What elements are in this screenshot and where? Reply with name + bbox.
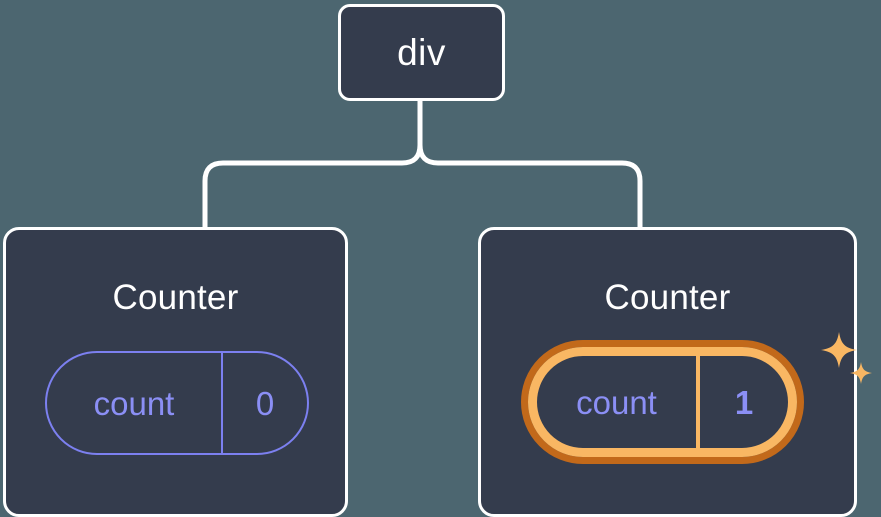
sparkle-large-icon bbox=[821, 332, 857, 368]
diagram-canvas: div Counter count 0 Counter count 1 bbox=[3, 4, 872, 517]
state-value-right: 1 bbox=[696, 356, 788, 448]
node-counter-left-label: Counter bbox=[112, 278, 239, 317]
edge-root-to-left-counter bbox=[202, 98, 423, 232]
edge-root-to-right-counter bbox=[417, 98, 643, 232]
sparkle-group bbox=[821, 332, 872, 384]
node-counter-right-label: Counter bbox=[604, 278, 731, 317]
state-value-left: 0 bbox=[221, 353, 307, 453]
state-pill-count-left[interactable]: count 0 bbox=[45, 351, 309, 455]
state-key-left: count bbox=[93, 384, 175, 422]
node-counter-left[interactable]: Counter count 0 bbox=[3, 227, 348, 517]
state-pill-count-right-highlighted[interactable]: count 1 bbox=[521, 340, 804, 464]
sparkle-small-icon bbox=[850, 362, 872, 384]
node-counter-right[interactable]: Counter count 1 bbox=[478, 227, 872, 517]
state-key-right: count bbox=[576, 383, 657, 421]
state-pill-inner-ring: count 1 bbox=[528, 347, 797, 457]
node-root-label: div bbox=[397, 32, 446, 73]
node-root-div[interactable]: div bbox=[338, 4, 505, 101]
